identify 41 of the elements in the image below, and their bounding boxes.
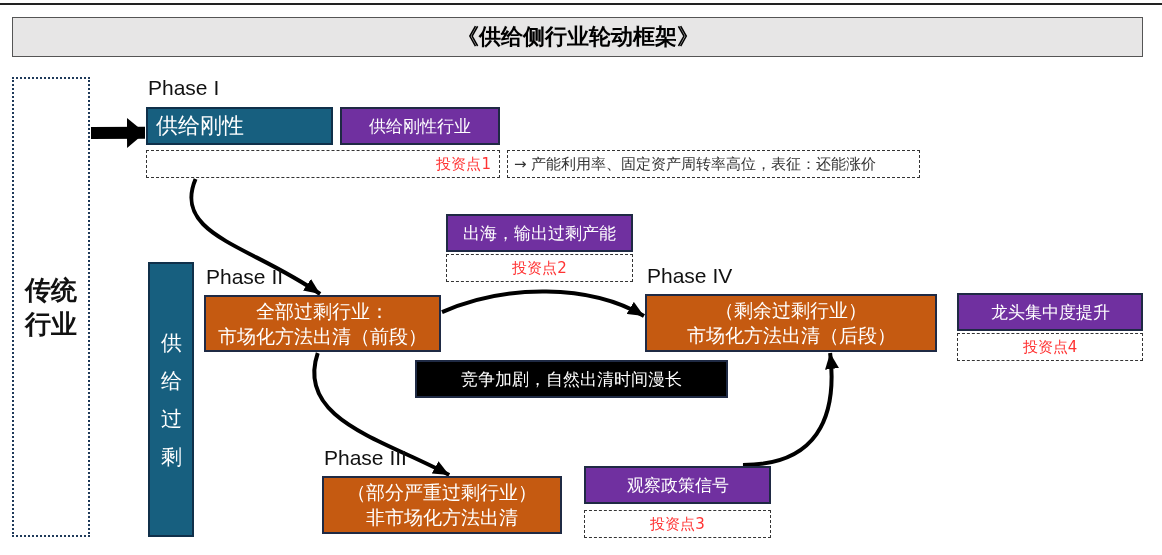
curved-arrow: [441, 289, 645, 318]
phase-label: Phase II: [206, 264, 284, 289]
box-label: （部分严重过剩行业）: [347, 480, 537, 505]
box-label: → 产能利用率、固定资产周转率高位，表征：还能涨价: [514, 154, 877, 174]
process-box: [584, 466, 771, 504]
title-banner: 《供给侧行业轮动框架》: [12, 17, 1143, 57]
note-box: [584, 510, 771, 538]
box-label: 投资点4: [1022, 337, 1078, 357]
box-label: 竞争加剧，自然出清时间漫长: [461, 367, 682, 391]
block-arrow: [90, 117, 146, 148]
phase-label: Phase IV: [647, 263, 733, 288]
text-block-box: [12, 77, 90, 537]
phase-label: Phase I: [148, 76, 220, 100]
box-label: 传统行业: [23, 274, 78, 341]
box-label: 非市场化方法出清: [366, 505, 518, 530]
curved-arrow: [189, 178, 322, 296]
box-label: 投资点1: [436, 154, 491, 174]
box-label: 投资点2: [512, 258, 567, 278]
curved-arrow: [312, 352, 451, 477]
process-box: [415, 360, 728, 398]
box-label: 全部过剩行业：: [256, 298, 389, 324]
note-box: [446, 254, 633, 282]
process-box: [957, 293, 1143, 331]
box-label: 投资点3: [650, 514, 705, 534]
box-label: 供给刚性: [156, 112, 244, 140]
band: [148, 262, 194, 537]
curved-arrow: [742, 352, 839, 467]
phase-label: Phase III: [324, 445, 407, 470]
box-label: 市场化方法出清（前段）: [218, 323, 427, 349]
note-box: [957, 333, 1143, 361]
box-label: 市场化方法出清（后段）: [686, 323, 896, 348]
box-label: 出海，输出过剩产能: [463, 221, 616, 245]
note-box: [146, 150, 500, 178]
box-label: 龙头集中度提升: [990, 300, 1110, 324]
box-label: 供给过剩: [160, 329, 182, 471]
box-label: （剩余过剩行业）: [715, 298, 867, 323]
box-label: 观察政策信号: [626, 473, 729, 497]
box-label: 供给刚性行业: [369, 114, 471, 138]
process-box: [446, 214, 633, 252]
note-box: [507, 150, 920, 178]
process-box: [340, 107, 500, 145]
